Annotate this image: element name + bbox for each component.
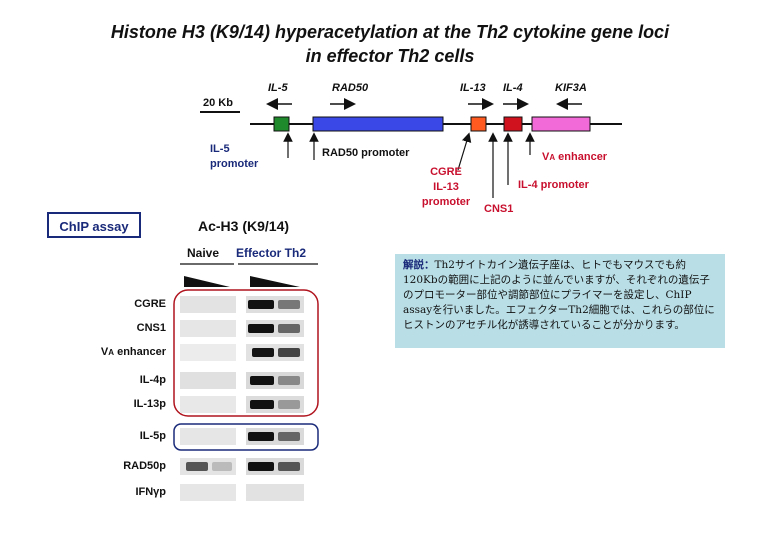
scale-label: 20 Kb	[203, 97, 233, 109]
band-effector-il4p-low	[278, 376, 300, 385]
lane-effector-rad50p	[246, 458, 304, 475]
row-label-rad50p: RAD50p	[123, 460, 166, 472]
lane-naive-il4p	[180, 372, 236, 389]
explanation-lead: 解説：	[403, 259, 435, 271]
gene-box-il5	[273, 116, 290, 132]
gene-label-rad50: RAD50	[332, 82, 369, 94]
band-effector-va-high	[252, 348, 274, 357]
lane-effector-va-enhancer	[246, 344, 304, 361]
gene-box-kif3a	[531, 116, 591, 132]
cgre-label: CGRE IL-13 promoter	[420, 165, 472, 210]
band-effector-cns1-high	[248, 324, 274, 333]
gene-label-il5: IL-5	[268, 82, 288, 94]
lane-naive-il13p	[180, 396, 236, 413]
va-enhancer-label-v: V	[542, 151, 550, 163]
band-effector-il5p-high	[248, 432, 274, 441]
band-effector-rad50p-low	[278, 462, 300, 471]
explanation-note: 解説：Th2サイトカイン遺伝子座は、ヒトでもマウスでも約120Kbの範囲に上記の…	[395, 254, 725, 348]
row-label-va-rest: enhancer	[114, 346, 166, 358]
lane-naive-cns1	[180, 320, 236, 337]
va-enhancer-label: VA enhancer	[542, 150, 607, 165]
il5-promoter-label-line1: IL-5	[210, 143, 230, 155]
row-label-va-enhancer: VA enhancer	[6, 346, 166, 358]
va-enhancer-label-rest: enhancer	[555, 151, 608, 163]
lane-naive-va-enhancer	[180, 344, 236, 361]
il4-promoter-label: IL-4 promoter	[518, 179, 589, 191]
band-effector-cns1-low	[278, 324, 300, 333]
lane-naive-cgre	[180, 296, 236, 313]
group-label-effector-th2: Effector Th2	[236, 246, 307, 260]
lane-effector-il13p	[246, 396, 304, 413]
row-label-il13p: IL-13p	[133, 398, 166, 410]
band-naive-rad50p-low	[212, 462, 232, 471]
cns1-label: CNS1	[484, 203, 514, 215]
band-effector-il13p-high	[250, 400, 274, 409]
gene-locus-map	[200, 98, 622, 198]
row-label-il4p: IL-4p	[139, 374, 166, 386]
gene-label-kif3a: KIF3A	[555, 82, 587, 94]
lane-effector-il5p	[246, 428, 304, 445]
cgre-label-line2: IL-13	[433, 181, 459, 193]
page-title-line2: in effector Th2 cells	[305, 46, 475, 66]
effector-dilution-wedge	[250, 276, 300, 287]
cgre-label-line3: promoter	[421, 196, 471, 208]
pointer-cgre	[457, 132, 472, 171]
cgre-label-line1: CGRE	[430, 166, 462, 178]
row-label-il5p: IL-5p	[139, 430, 166, 442]
gene-label-il4: IL-4	[503, 82, 523, 94]
lane-effector-il4p	[246, 372, 304, 389]
il5-promoter-label-line2: promoter	[210, 158, 259, 170]
lane-effector-ifngp	[246, 484, 304, 501]
row-label-cgre: CGRE	[134, 298, 166, 310]
explanation-text: Th2サイトカイン遺伝子座は、ヒトでもマウスでも約120Kbの範囲に上記のように…	[403, 259, 715, 331]
band-naive-rad50p-high	[186, 462, 208, 471]
il5-promoter-label: IL-5 promoter	[210, 142, 258, 172]
band-effector-rad50p-high	[248, 462, 274, 471]
band-effector-cgre-high	[248, 300, 274, 309]
band-effector-il13p-low	[278, 400, 300, 409]
row-label-va-v: V	[100, 346, 109, 358]
lane-naive-ifngp	[180, 484, 236, 501]
row-label-ifngp: IFNγp	[135, 486, 166, 498]
lane-effector-cgre	[246, 296, 304, 313]
naive-dilution-wedge	[184, 276, 230, 287]
antibody-label: Ac-H3 (K9/14)	[198, 218, 290, 234]
chip-assay-label: ChIP assay	[47, 212, 141, 238]
row-label-va-a: A	[108, 348, 115, 357]
group-label-naive: Naive	[187, 246, 220, 260]
rad50-promoter-label: RAD50 promoter	[322, 147, 410, 159]
band-effector-il5p-low	[278, 432, 300, 441]
gene-box-il4	[503, 116, 523, 132]
row-label-cns1: CNS1	[136, 322, 166, 334]
band-effector-va-low	[278, 348, 300, 357]
acetylated-group-frame	[173, 289, 319, 417]
lane-effector-cns1	[246, 320, 304, 337]
gene-box-rad50	[312, 116, 444, 132]
lane-naive-rad50p	[180, 458, 236, 475]
page-title-line1: Histone H3 (K9/14) hyperacetylation at t…	[110, 22, 670, 42]
il5p-group-frame	[173, 423, 319, 451]
gene-label-il13: IL-13	[460, 82, 486, 94]
va-enhancer-label-a: A	[549, 153, 556, 162]
band-effector-il4p-high	[250, 376, 274, 385]
band-effector-cgre-low	[278, 300, 300, 309]
gene-box-il13	[470, 116, 487, 132]
lane-naive-il5p	[180, 428, 236, 445]
